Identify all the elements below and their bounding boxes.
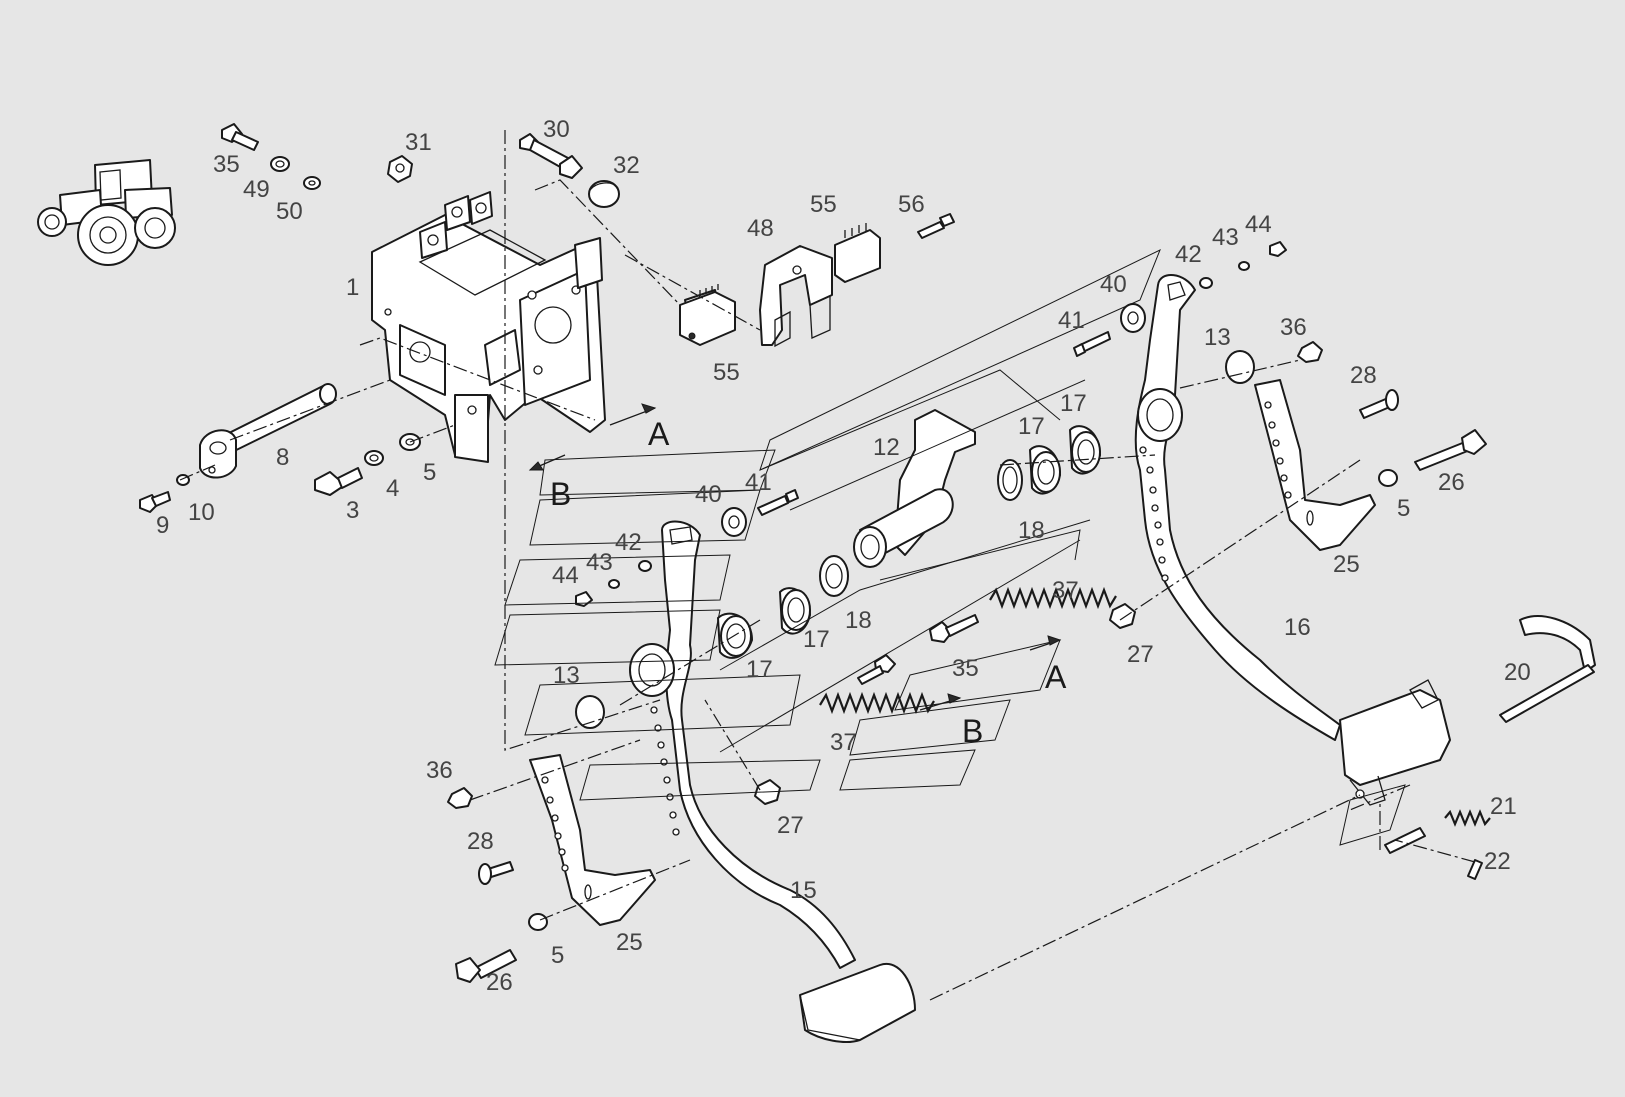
spring-lower: [819, 691, 935, 715]
callout-label: 20: [1504, 659, 1531, 686]
callout-label: 13: [553, 662, 580, 689]
top-fasteners: [221, 123, 620, 208]
pedal-shaft: [717, 409, 1101, 659]
callout-label: 18: [845, 607, 872, 634]
section-marker-a: A: [648, 416, 670, 452]
callout-label: 9: [156, 512, 169, 539]
callout-label: 25: [1333, 551, 1360, 578]
callout-label: 42: [1175, 241, 1202, 268]
leader-lines: [179, 130, 1476, 1001]
callout-label: 21: [1490, 793, 1517, 820]
callout-label: 43: [1212, 224, 1239, 251]
tractor-icon: [37, 159, 176, 266]
callout-label: 5: [1397, 495, 1410, 522]
callout-label: 27: [1127, 641, 1154, 668]
callout-label: 17: [803, 626, 830, 653]
shaft-assembly: [139, 383, 421, 513]
callout-label: 27: [777, 812, 804, 839]
callout-label: 35: [213, 151, 240, 178]
callout-label: 26: [1438, 469, 1465, 496]
callout-label: 17: [1018, 413, 1045, 440]
callout-label: 25: [616, 929, 643, 956]
callout-label: 12: [873, 434, 900, 461]
section-marker-a: A: [1045, 659, 1067, 695]
callout-label: 55: [810, 191, 837, 218]
callout-label: 10: [188, 499, 215, 526]
callout-label: 50: [276, 198, 303, 225]
callout-label: 41: [1058, 307, 1085, 334]
callout-label: 28: [467, 828, 494, 855]
callout-label: 16: [1284, 614, 1311, 641]
callout-label: 15: [790, 877, 817, 904]
callout-label: 41: [745, 469, 772, 496]
callout-label: 17: [1060, 390, 1087, 417]
callout-label: 26: [486, 969, 513, 996]
callout-label: 13: [1204, 324, 1231, 351]
callout-label: 35: [952, 655, 979, 682]
small-fasteners: [447, 241, 1596, 983]
section-marker-b: B: [962, 713, 983, 749]
section-marker-b: B: [550, 476, 571, 512]
callout-label: 30: [543, 116, 570, 143]
callout-label: 56: [898, 191, 925, 218]
callout-label: 44: [552, 562, 579, 589]
callout-label: 42: [615, 529, 642, 556]
callout-label: 17: [746, 656, 773, 683]
callout-label: 5: [551, 942, 564, 969]
callout-label: 44: [1245, 211, 1272, 238]
pedal-plate-left: [529, 754, 656, 926]
callout-label: 32: [613, 152, 640, 179]
callout-label: 31: [405, 129, 432, 156]
callout-label: 37: [830, 729, 857, 756]
callout-label: 49: [243, 176, 270, 203]
callout-label: 40: [1100, 271, 1127, 298]
callout-label: 4: [386, 475, 399, 502]
callout-label: 36: [426, 757, 453, 784]
callout-label: 36: [1280, 314, 1307, 341]
callout-label: 28: [1350, 362, 1377, 389]
callout-label: 48: [747, 215, 774, 242]
callout-label: 1: [346, 274, 359, 301]
spring-upper: [989, 586, 1117, 610]
right-pedal-arm: [1134, 274, 1451, 806]
callouts: 35 49 50 31 30 32 48 55 56 55 1 8 9 10 3…: [156, 116, 1531, 996]
callout-label: 55: [713, 359, 740, 386]
bracket-assembly: [371, 191, 606, 463]
callout-label: 5: [423, 459, 436, 486]
pedal-plate-right: [1254, 379, 1376, 551]
callout-label: 43: [586, 549, 613, 576]
callout-label: 3: [346, 497, 359, 524]
callout-label: 8: [276, 444, 289, 471]
callout-label: 37: [1052, 577, 1079, 604]
callout-label: 40: [695, 481, 722, 508]
callout-label: 18: [1018, 517, 1045, 544]
switch-assembly: [679, 213, 955, 348]
callout-label: 22: [1484, 848, 1511, 875]
